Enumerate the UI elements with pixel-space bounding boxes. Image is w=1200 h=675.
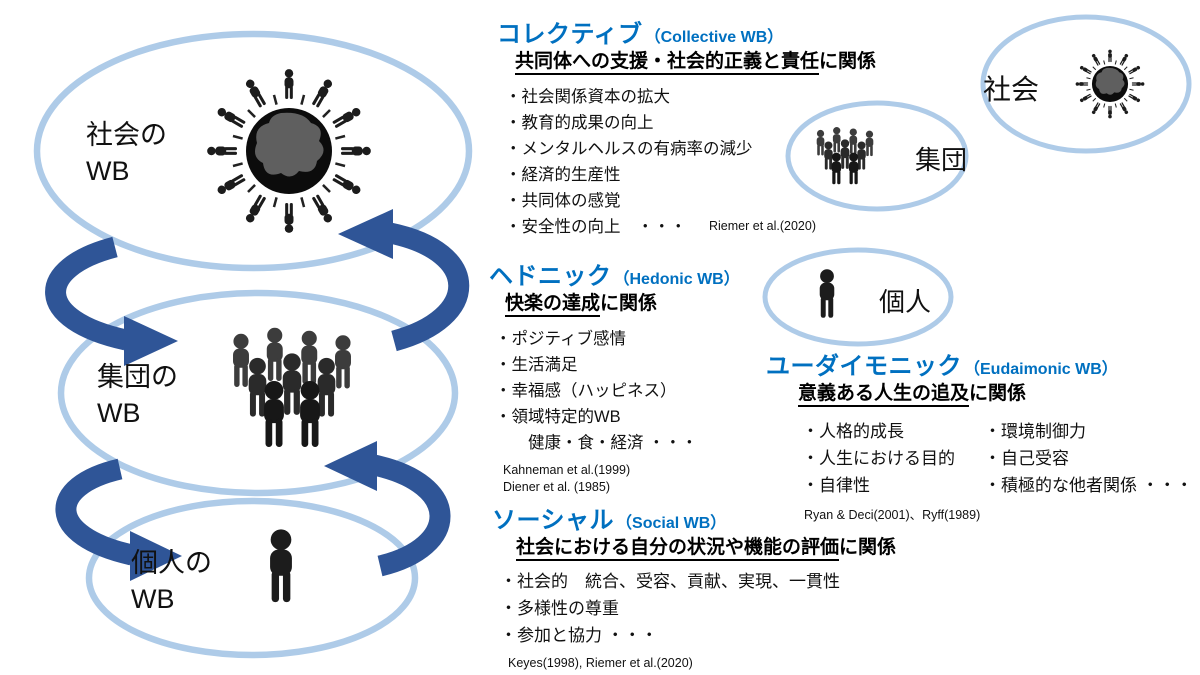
individual-level-label: 個人の WB: [131, 548, 212, 614]
social-relation: 社会における自分の状況や機能の評価に関係: [516, 532, 992, 561]
hedonic-title-en: （Hedonic WB）: [613, 271, 740, 288]
society-level-ellipse: [33, 30, 473, 272]
section-social: ソーシャル （Social WB） 社会における自分の状況や機能の評価に関係 ・…: [492, 500, 992, 672]
globe-people-icon-small: [1076, 50, 1145, 119]
collective-relation-suffix: に関係: [819, 51, 877, 72]
bullet: ・社会的 統合、受容、貢献、実現、一貫性: [500, 572, 840, 591]
individual-level-ellipse: [85, 497, 419, 659]
bullet: ・環境制御力: [984, 422, 1086, 441]
collective-heading: コレクティブ （Collective WB）: [497, 14, 967, 48]
globe-people-icon: [207, 69, 371, 233]
social-title-jp: ソーシャル: [492, 507, 615, 534]
bullet: ・自律性: [802, 476, 870, 495]
eudaimonic-relation-suffix: に関係: [969, 383, 1027, 404]
eudaimonic-heading: ユーダイモニック （Eudaimonic WB）: [766, 346, 1196, 380]
section-eudaimonic: ユーダイモニック （Eudaimonic WB） 意義ある人生の追及に関係 ・人…: [766, 346, 1196, 524]
social-citation: Keyes(1998), Riemer et al.(2020): [508, 656, 693, 670]
group-ellipse-label: 集団: [915, 145, 968, 175]
society-ellipse-label: 社会: [983, 74, 1040, 105]
bullet: ・人格的成長: [802, 422, 904, 441]
bullet: ・生活満足: [495, 356, 578, 374]
individual-ellipse: [762, 247, 954, 347]
social-relation-key: 社会における自分の状況や機能の評価: [516, 537, 840, 561]
group-level-ellipse: [57, 289, 459, 497]
social-title-en: （Social WB）: [616, 515, 727, 532]
section-hedonic: ヘドニック （Hedonic WB） 快楽の達成に関係 ・ポジティブ感情 ・生活…: [489, 256, 829, 496]
bullet: ・多様性の尊重: [500, 599, 619, 618]
bullet: ・経済的生産性: [505, 166, 621, 184]
collective-title-en: （Collective WB）: [644, 29, 784, 46]
bullet: ・幸福感（ハッピネス）: [495, 382, 677, 400]
collective-citation: Riemer et al.(2020): [709, 219, 816, 233]
bullet: ・領域特定的WB: [495, 408, 621, 426]
bullet: ・メンタルヘルスの有病率の減少: [505, 140, 753, 158]
cycle-arrows-top: [45, 209, 470, 366]
eudaimonic-relation: 意義ある人生の追及に関係: [798, 378, 1196, 407]
hedonic-heading: ヘドニック （Hedonic WB）: [489, 256, 829, 290]
bullet: ・安全性の向上 ・・・: [505, 218, 687, 236]
eudaimonic-relation-key: 意義ある人生の追及: [798, 383, 970, 407]
hedonic-citations: Kahneman et al.(1999) Diener et al. (198…: [503, 462, 829, 496]
bullet: ・積極的な他者関係 ・・・: [984, 476, 1193, 495]
bullet: ・自己受容: [984, 449, 1069, 468]
citation: Diener et al. (1985): [503, 480, 611, 494]
social-relation-suffix: に関係: [839, 537, 897, 558]
hedonic-title-jp: ヘドニック: [489, 263, 612, 290]
individual-ellipse-label: 個人: [879, 287, 932, 317]
cycle-arrows-bottom: [55, 441, 451, 581]
bullet: ・参加と協力 ・・・: [500, 626, 658, 645]
collective-bullets: ・社会関係資本の拡大 ・教育的成果の向上 ・メンタルヘルスの有病率の減少 ・経済…: [505, 84, 967, 240]
eudaimonic-bullets-left: ・人格的成長 ・人生における目的 ・自律性: [802, 418, 984, 499]
hedonic-relation-key: 快楽の達成: [505, 293, 601, 317]
crowd-icon: [233, 328, 351, 447]
eudaimonic-bullets-right: ・環境制御力 ・自己受容 ・積極的な他者関係 ・・・: [984, 418, 1193, 499]
bullet: 健康・食・経済 ・・・: [495, 434, 698, 452]
bullet: ・共同体の感覚: [505, 192, 621, 210]
bullet: ・教育的成果の向上: [505, 114, 654, 132]
social-bullets: ・社会的 統合、受容、貢献、実現、一貫性 ・多様性の尊重 ・参加と協力 ・・・: [500, 568, 992, 649]
collective-relation: 共同体への支援・社会的正義と責任に関係: [515, 46, 967, 75]
bullet: ・人生における目的: [802, 449, 955, 468]
eudaimonic-citation: Ryan & Deci(2001)、Ryff(1989): [804, 508, 981, 522]
eudaimonic-bullets: ・人格的成長 ・人生における目的 ・自律性 ・環境制御力 ・自己受容 ・積極的な…: [802, 418, 1196, 499]
hedonic-relation-suffix: に関係: [600, 293, 658, 314]
social-heading: ソーシャル （Social WB）: [492, 500, 992, 534]
eudaimonic-title-en: （Eudaimonic WB）: [964, 361, 1118, 378]
eudaimonic-title-jp: ユーダイモニック: [766, 353, 962, 380]
bullet: ・ポジティブ感情: [495, 330, 627, 348]
group-level-label: 集団の WB: [97, 362, 178, 428]
society-level-label: 社会の WB: [86, 120, 167, 186]
person-icon: [270, 529, 292, 603]
hedonic-relation: 快楽の達成に関係: [505, 288, 829, 317]
bullet: ・社会関係資本の拡大: [505, 88, 670, 106]
hedonic-bullets: ・ポジティブ感情 ・生活満足 ・幸福感（ハッピネス） ・領域特定的WB 健康・食…: [495, 326, 829, 456]
group-ellipse: [785, 100, 969, 212]
section-collective: コレクティブ （Collective WB） 共同体への支援・社会的正義と責任に…: [497, 14, 967, 240]
collective-relation-key: 共同体への支援・社会的正義と責任: [515, 51, 820, 75]
citation: Kahneman et al.(1999): [503, 463, 631, 477]
collective-title-jp: コレクティブ: [497, 21, 643, 48]
society-ellipse: [980, 14, 1192, 154]
